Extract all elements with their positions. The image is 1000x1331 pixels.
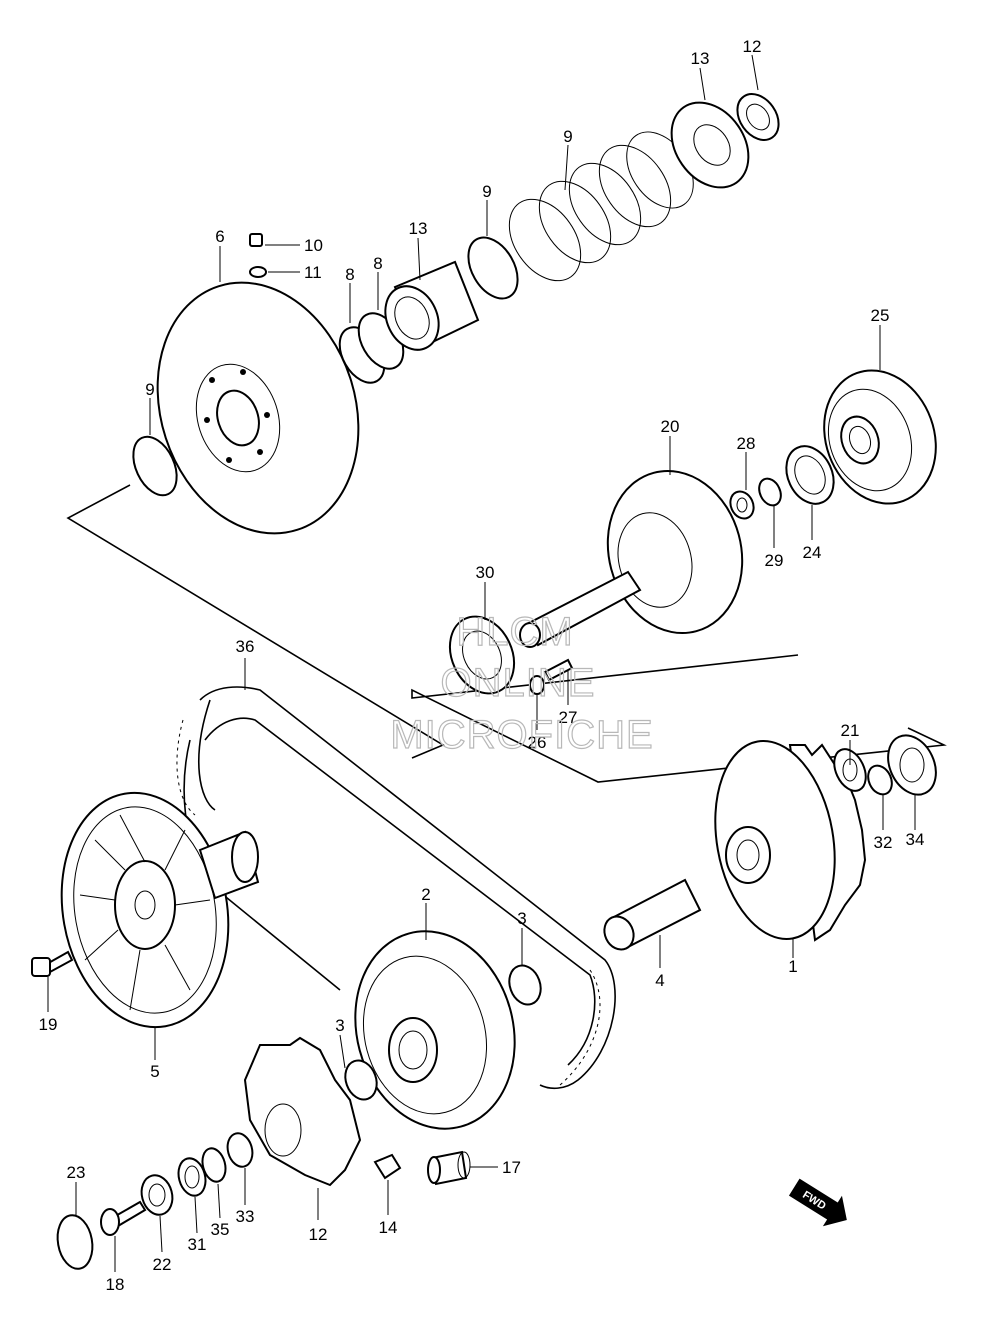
ring-31[interactable] <box>175 1155 210 1198</box>
callout-21: 21 <box>841 721 860 740</box>
callout-18: 18 <box>106 1275 125 1294</box>
nut[interactable] <box>729 86 787 148</box>
assembly-boundary-upper <box>66 484 445 759</box>
callout-36: 36 <box>236 637 255 656</box>
needle-bearing[interactable] <box>777 439 842 512</box>
ring-33[interactable] <box>224 1130 256 1169</box>
callout-15: 12 <box>743 37 762 56</box>
movable-drive-face[interactable] <box>701 731 867 948</box>
callout-19: 19 <box>39 1015 58 1034</box>
callout-2: 2 <box>421 885 430 904</box>
callout-26: 26 <box>528 733 547 752</box>
watermark-line-2: ONLINE <box>441 661 596 705</box>
spring[interactable] <box>495 120 707 295</box>
driven-pulley[interactable] <box>44 780 260 1041</box>
callout-33: 33 <box>236 1207 255 1226</box>
callout-24: 24 <box>803 543 822 562</box>
callout-23: 23 <box>67 1163 86 1182</box>
callout-6: 6 <box>215 227 224 246</box>
callout-30: 30 <box>476 563 495 582</box>
callout-8-a: 8 <box>345 265 354 284</box>
ramp-plate[interactable] <box>243 1036 362 1187</box>
screw-27[interactable] <box>543 658 574 682</box>
watermark-line-3: MICROFICHE <box>390 713 653 757</box>
watermark-line-1: HLCM <box>456 610 573 654</box>
pin-collar[interactable] <box>249 266 267 278</box>
washer-26[interactable] <box>529 675 545 695</box>
callout-7: 9 <box>563 127 572 146</box>
washer-32[interactable] <box>864 762 897 798</box>
clutch-shoe-assembly[interactable] <box>806 355 954 520</box>
bolt-19[interactable] <box>31 950 74 977</box>
callout-3-upper: 3 <box>517 909 526 928</box>
clutch-housing[interactable] <box>519 456 760 649</box>
callout-34: 34 <box>906 830 925 849</box>
callout-5: 5 <box>150 1062 159 1081</box>
ring-9-lower[interactable] <box>125 430 186 502</box>
callout-9-lower: 9 <box>145 380 154 399</box>
callout-labels: 12 13 9 9 13 8 8 6 10 11 9 25 20 28 29 2… <box>39 37 925 1294</box>
callout-22: 22 <box>153 1255 172 1274</box>
callout-12: 12 <box>309 1225 328 1244</box>
fixed-drive-face[interactable] <box>334 913 536 1147</box>
callout-13: 13 <box>409 219 428 238</box>
callout-31: 31 <box>188 1235 207 1254</box>
callout-3-lower: 3 <box>335 1016 344 1035</box>
callout-20: 20 <box>661 417 680 436</box>
callout-27: 27 <box>559 708 578 727</box>
driven-face-disk[interactable] <box>126 256 390 559</box>
callout-17: 17 <box>502 1158 521 1177</box>
callout-28: 28 <box>737 434 756 453</box>
callout-1: 1 <box>788 957 797 976</box>
collar[interactable] <box>375 260 480 358</box>
callout-32: 32 <box>874 833 893 852</box>
roller[interactable] <box>427 1150 471 1186</box>
callout-8-b: 8 <box>373 254 382 273</box>
watermark: HLCM ONLINE MICROFICHE <box>390 609 654 757</box>
cap-23[interactable] <box>54 1212 97 1271</box>
callout-11: 11 <box>304 263 322 282</box>
callout-29: 29 <box>765 551 784 570</box>
spring-seat[interactable] <box>656 88 764 202</box>
callout-9-upper: 9 <box>482 182 491 201</box>
callout-10: 10 <box>304 236 323 255</box>
ring-9-upper[interactable] <box>458 229 527 307</box>
fwd-arrow-icon: FWD <box>788 1178 847 1227</box>
sleeve[interactable] <box>599 878 702 954</box>
leader-lines <box>47 54 916 1272</box>
callout-4: 4 <box>655 971 664 990</box>
oil-seal[interactable] <box>438 606 526 704</box>
slider[interactable] <box>373 1153 402 1180</box>
callout-14: 14 <box>379 1218 398 1237</box>
bush-22[interactable] <box>137 1172 176 1218</box>
washer-29[interactable] <box>755 475 785 509</box>
bolt-18[interactable] <box>100 1200 147 1236</box>
collar-28[interactable] <box>726 488 758 523</box>
callout-35: 35 <box>211 1220 230 1239</box>
oil-seal-34[interactable] <box>879 728 945 803</box>
callout-25: 25 <box>871 306 890 325</box>
callout-16: 13 <box>691 49 710 68</box>
ring-3-upper[interactable] <box>504 961 546 1009</box>
ring-3-lower[interactable] <box>340 1056 382 1104</box>
pin[interactable] <box>249 233 263 247</box>
